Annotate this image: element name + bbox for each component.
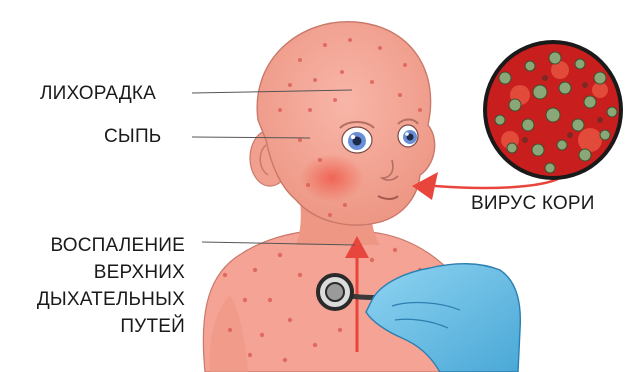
label-measles-virus: ВИРУС КОРИ	[471, 194, 595, 213]
label-upper-respiratory-line: ПУТЕЙ	[37, 313, 185, 340]
label-upper-respiratory-line: ВЕРХНИХ	[37, 259, 185, 286]
label-upper-respiratory-line: ДЫХАТЕЛЬНЫХ	[37, 286, 185, 313]
label-rash: СЫПЬ	[104, 127, 161, 146]
label-fever: ЛИХОРАДКА	[40, 84, 156, 103]
virus-magnifier	[483, 40, 623, 180]
cheek-flush	[300, 154, 364, 202]
label-upper-respiratory: ВОСПАЛЕНИЕ ВЕРХНИХ ДЫХАТЕЛЬНЫХ ПУТЕЙ	[37, 232, 185, 340]
label-upper-respiratory-line: ВОСПАЛЕНИЕ	[37, 232, 185, 259]
